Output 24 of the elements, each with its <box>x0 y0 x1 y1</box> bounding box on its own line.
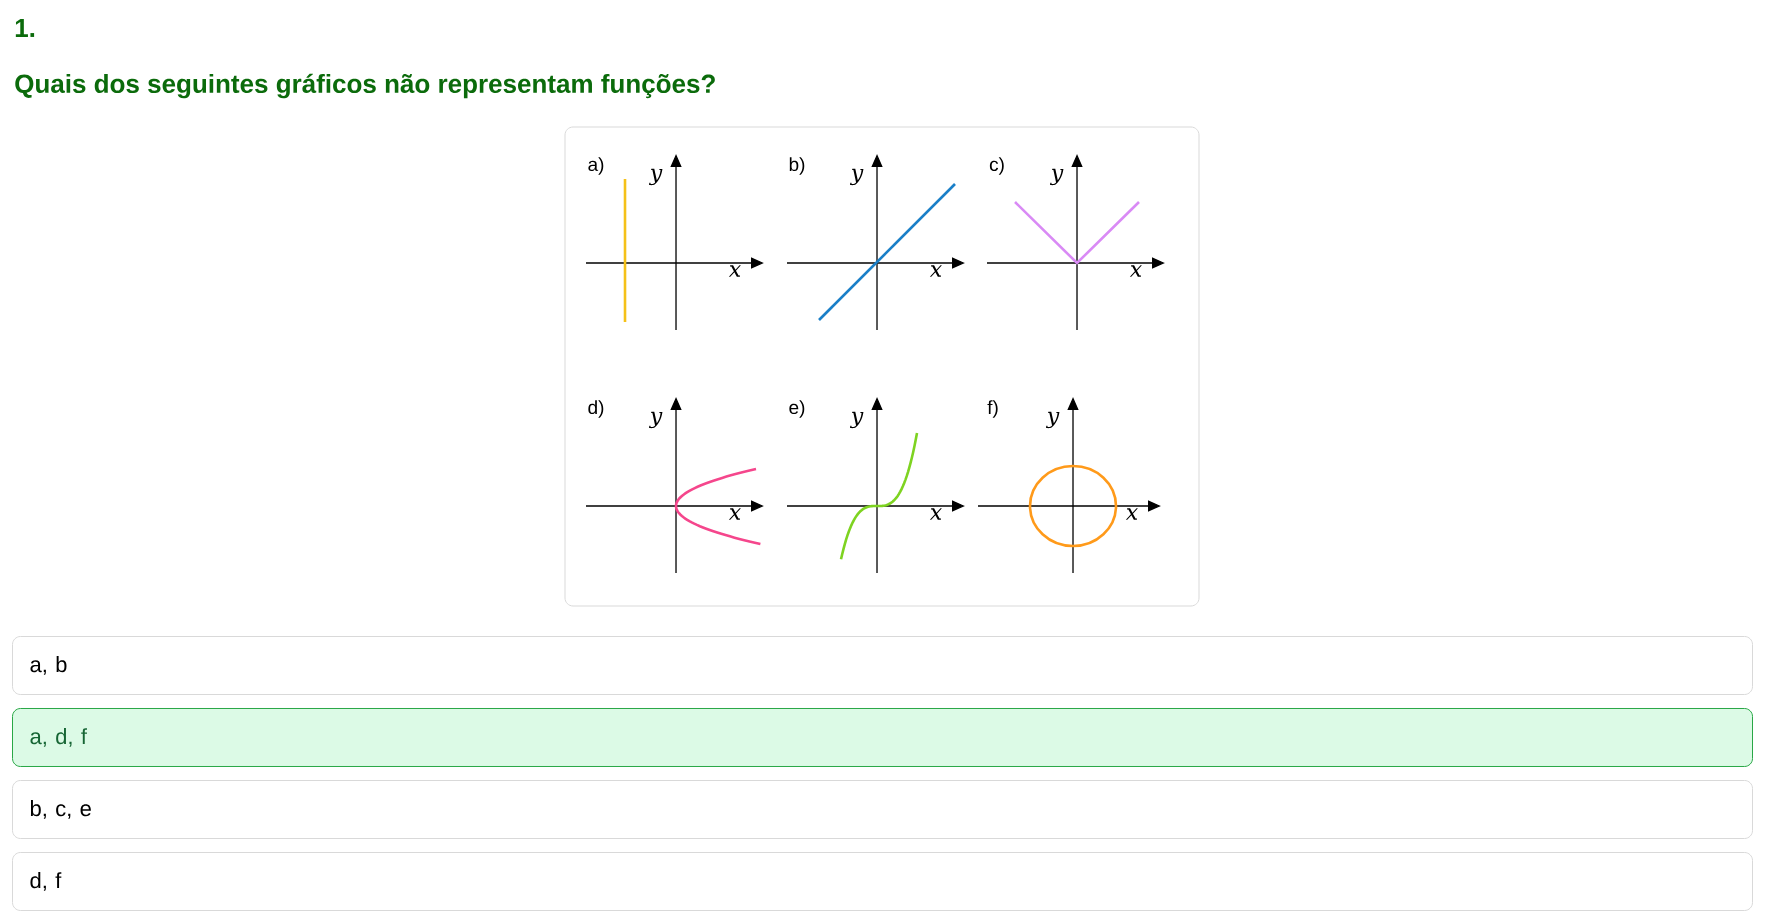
panel-label: f) <box>987 400 998 418</box>
answer-option: b, c, e <box>12 780 1753 839</box>
question-text: Quais dos seguintes gráficos não representam funções? <box>15 73 715 99</box>
axis-label: y <box>850 411 864 429</box>
axis-label: x <box>728 508 741 520</box>
axis-label: x <box>929 265 942 277</box>
panel-label: c) <box>989 157 1004 175</box>
axis-label: y <box>1046 411 1060 429</box>
panel-label: d) <box>588 400 604 418</box>
answer-option: d, f <box>12 852 1753 911</box>
axis-label: x <box>1125 508 1138 520</box>
axis-label: y <box>649 168 663 186</box>
panel-label: b) <box>789 157 805 175</box>
axis-label: y <box>1050 168 1064 186</box>
axis-label: x <box>929 508 942 520</box>
axis-label: y <box>850 168 864 186</box>
axis-label: x <box>1129 265 1142 277</box>
panel-label: e) <box>789 400 805 418</box>
panel-label: a) <box>588 157 604 175</box>
axis-label: y <box>649 411 663 429</box>
answer-option: a, d, f <box>12 708 1753 767</box>
answer-option: a, b <box>12 636 1753 695</box>
axis-label: x <box>728 265 741 277</box>
question-number: 1. <box>15 19 35 37</box>
